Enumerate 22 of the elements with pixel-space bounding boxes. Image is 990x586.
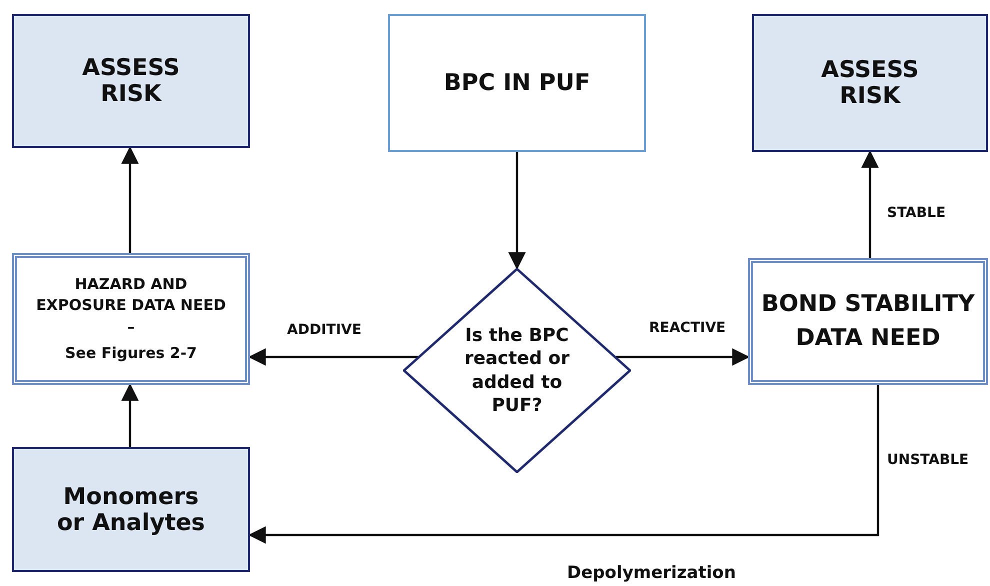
box-text: See Figures 2-7 (65, 342, 197, 364)
start-box (388, 14, 646, 152)
question-text: Is the BPC reacted or added to PUF? (463, 324, 571, 418)
box-text: ASSESS RISK (81, 55, 181, 107)
arrow (121, 383, 139, 447)
arrow (248, 385, 880, 544)
arrow (508, 152, 526, 270)
arrow (861, 150, 879, 258)
arrow (616, 348, 750, 366)
box-text: ASSESS RISK (820, 57, 920, 109)
box-text: BOND STABILITY DATA NEED (760, 290, 976, 352)
result-box (12, 447, 250, 572)
result-box (752, 14, 988, 152)
box-text: HAZARD AND EXPOSURE DATA NEED – (36, 274, 226, 338)
box-text: BPC IN PUF (442, 70, 592, 96)
process-box (748, 258, 988, 385)
decision-diamond (403, 268, 631, 473)
arrow (121, 146, 139, 253)
result-box (12, 14, 250, 148)
arrow (248, 348, 418, 366)
process-box (12, 253, 250, 385)
box-text: Monomers or Analytes (56, 484, 206, 536)
